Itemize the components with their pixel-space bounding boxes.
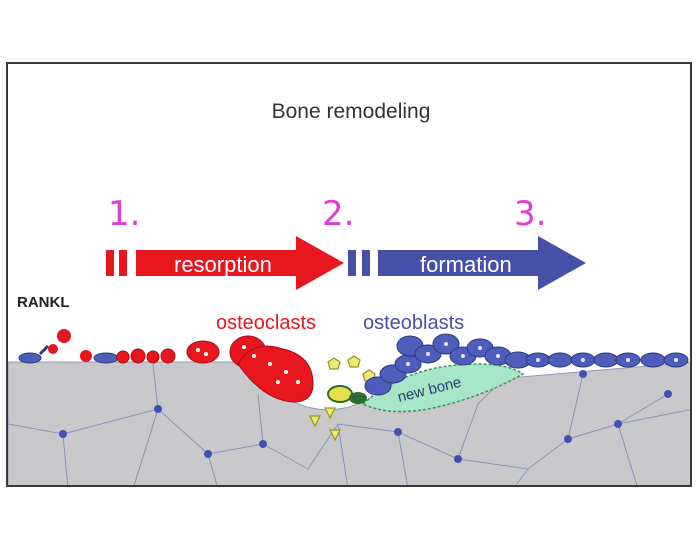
osteocyte (614, 420, 622, 428)
osteocyte (454, 455, 462, 463)
osteocyte (259, 440, 267, 448)
osteoclasts-label: osteoclasts (216, 312, 317, 334)
osteocytes (59, 370, 672, 463)
rankl-label: RANKL (17, 294, 70, 311)
formation-label: formation (420, 252, 512, 277)
formation-arrow (348, 236, 586, 290)
bone-remodeling-illustration (8, 236, 690, 485)
step-number-2: 2. (322, 194, 355, 234)
osteocyte (579, 370, 587, 378)
bone-tissue (8, 361, 690, 485)
resorption-label: resorption (174, 252, 272, 277)
resorption-arrow (106, 236, 344, 290)
osteocyte (204, 450, 212, 458)
rankl-signal (38, 329, 92, 362)
osteocyte (154, 405, 162, 413)
reversal-cell (327, 385, 367, 404)
diagram-title: Bone remodeling (271, 100, 431, 123)
osteoblast-nuclei (406, 342, 678, 366)
diagram-frame: Bone remodeling 1. 2. 3. resorption form… (6, 62, 692, 487)
step-number-3: 3. (514, 194, 547, 234)
new-bone (361, 363, 525, 413)
osteocyte (59, 430, 67, 438)
lining-cells-left (18, 352, 119, 364)
step-number-1: 1. (108, 194, 141, 234)
osteoclast-nuclei (196, 345, 300, 384)
osteocyte (664, 390, 672, 398)
osteoclasts (116, 335, 314, 403)
osteocyte (394, 428, 402, 436)
osteoblasts-label: osteoblasts (363, 312, 465, 334)
osteocyte (564, 435, 572, 443)
